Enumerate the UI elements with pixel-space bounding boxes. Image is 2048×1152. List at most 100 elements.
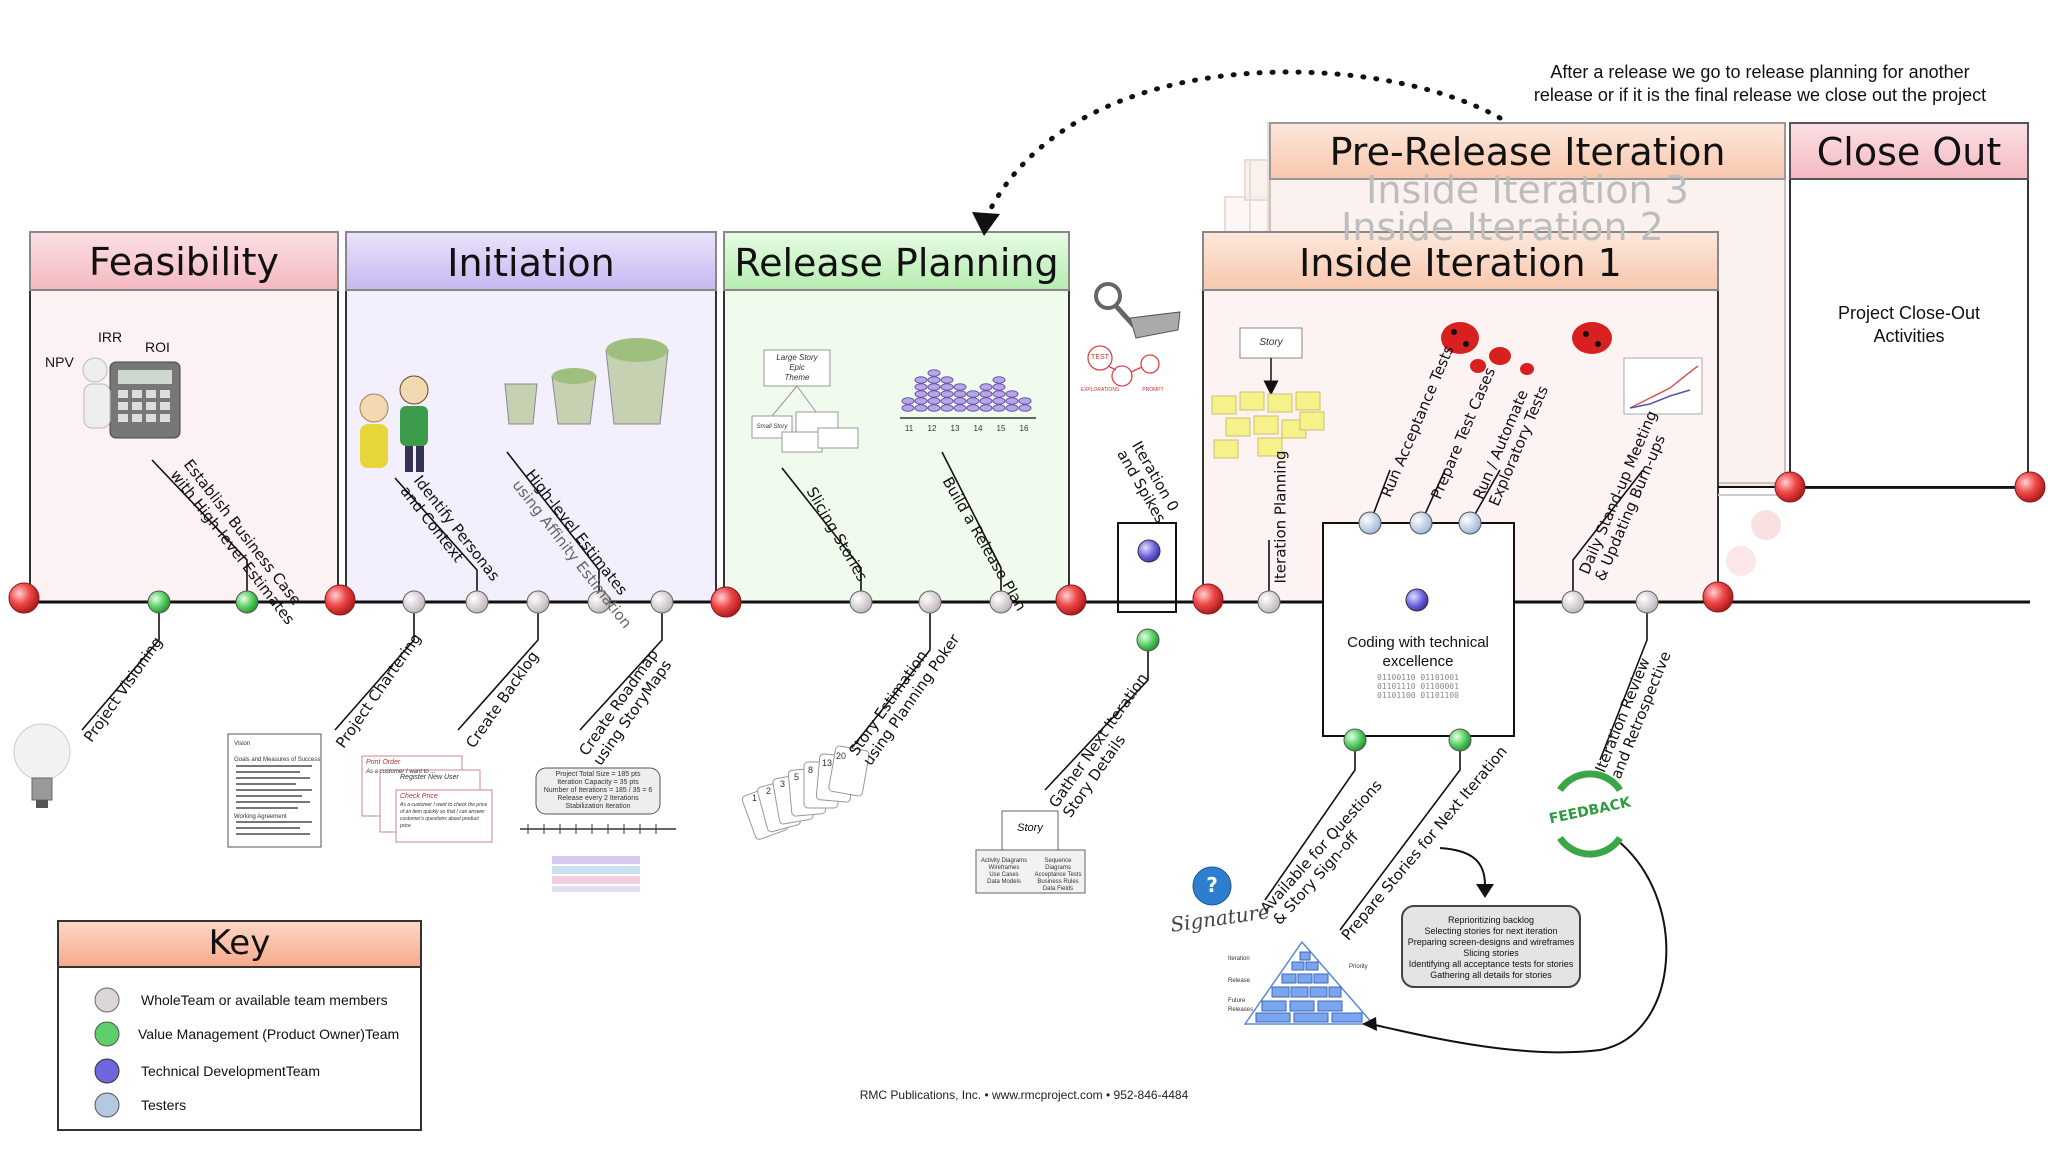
question-icon <box>1192 866 1232 906</box>
poker-card-number: 8 <box>808 765 814 775</box>
milestone-node <box>1192 583 1224 615</box>
ladybugs-illustration <box>1441 322 1612 375</box>
question-mark: ? <box>1206 873 1218 897</box>
story-point-chip <box>979 383 993 391</box>
coding-box <box>1322 522 1515 737</box>
calculator-illustration <box>82 357 181 439</box>
release-tick-label: 13 <box>950 424 960 433</box>
charter-agreement: Working Agreement <box>234 814 287 820</box>
story-point-chip <box>966 390 980 398</box>
grooming-arrow <box>1439 847 1486 886</box>
story-point-chip <box>914 404 928 412</box>
key-title: Key <box>208 923 271 963</box>
return-arrowhead <box>972 212 1000 236</box>
story-point-chip <box>953 390 967 398</box>
npv-label: NPV <box>45 354 74 370</box>
grooming-box <box>1401 905 1581 988</box>
story-point-chip <box>966 404 980 412</box>
release-tick-label: 16 <box>1019 424 1029 433</box>
story-point-chip <box>927 397 941 405</box>
lightbulb-icon <box>13 723 71 808</box>
close-out-box <box>1789 122 2029 489</box>
text-line: Project Total Size = 185 pts <box>555 771 641 778</box>
text-line: Wireframes <box>988 865 1020 871</box>
story-map-illustration <box>751 349 859 453</box>
release-loop-note: After a release we go to release plannin… <box>1533 62 1987 105</box>
poker-card-number: 3 <box>780 779 786 789</box>
story-point-chip <box>940 397 954 405</box>
story-point-chip <box>1005 390 1019 398</box>
poker-card-number: 13 <box>822 758 833 768</box>
release-tick-label: 15 <box>996 424 1006 433</box>
close-out-activities: Project Close-Out Activities <box>1837 303 1981 346</box>
charter-document <box>227 733 322 848</box>
poker-card-number: 1 <box>752 793 758 803</box>
text-line: Iteration Capacity = 35 pts <box>557 779 639 786</box>
phase-title-close-out: Close Out <box>1816 130 2002 174</box>
spike-label-explorations: EXPLORATIONS <box>1080 387 1120 393</box>
phase-title-inside-iteration-1: Inside Iteration 1 <box>1299 241 1622 285</box>
backlog-card-print-order: Print Order <box>366 759 401 766</box>
story-map-large: Large Story <box>776 353 818 362</box>
story-point-chip <box>914 383 928 391</box>
text-line: Use Cases <box>989 872 1019 878</box>
story-point-chip <box>1005 404 1019 412</box>
timeline-nodes <box>8 471 2046 752</box>
story-point-chip <box>992 390 1006 398</box>
activity-iteration-planning: Iteration Planning <box>1271 450 1290 584</box>
iteration-story-label: Story <box>1259 337 1283 348</box>
story-point-chip <box>953 397 967 405</box>
story-point-chip <box>1005 397 1019 405</box>
phase-title-release-planning: Release Planning <box>734 241 1059 285</box>
pyramid-label-priority: Priority <box>1349 964 1368 970</box>
story-point-chip <box>901 404 915 412</box>
story-point-chip <box>914 376 928 384</box>
text-line: Data Fields <box>1042 886 1074 892</box>
planning-poker-cards <box>741 745 870 840</box>
story-point-chip <box>927 369 941 377</box>
story-point-chip <box>992 397 1006 405</box>
story-point-chip <box>1018 404 1032 412</box>
roadmap-card <box>520 767 676 892</box>
text-line: Stabilization Iteration <box>565 803 631 810</box>
story-point-chip <box>927 376 941 384</box>
buckets-illustration <box>504 338 669 425</box>
backlog-card-register: Register New User <box>400 774 459 781</box>
iteration0-box <box>1117 522 1177 613</box>
story-point-chip <box>914 397 928 405</box>
release-tick-label: 11 <box>904 424 914 433</box>
roi-label: ROI <box>145 339 170 355</box>
text-line: Activity Diagrams <box>980 858 1028 864</box>
story-point-chip <box>1018 397 1032 405</box>
key-label-value-management: Value Management (Product Owner)Team <box>138 1026 400 1042</box>
phase-title-initiation: Initiation <box>447 241 615 285</box>
iteration-planning-board <box>1211 327 1325 459</box>
phase-title-pre-release: Pre-Release Iteration <box>1329 130 1726 174</box>
spikes-illustration <box>1087 282 1181 387</box>
charter-goals: Goals and Measures of Success <box>234 757 321 763</box>
story-point-chip <box>940 383 954 391</box>
text-line: Business Rules <box>1037 879 1079 885</box>
text-line: Release every 2 Iterations <box>557 795 639 802</box>
binary-line: 01101110 01100001 <box>1377 682 1459 691</box>
story-point-chip <box>901 397 915 405</box>
milestone-node <box>324 584 356 616</box>
text-line: Acceptance Tests <box>1034 872 1082 878</box>
feedback-loop-arrow <box>1374 839 1668 1054</box>
story-details-card <box>975 810 1086 894</box>
coding-title: Coding with technical excellence <box>1347 634 1489 670</box>
story-point-chip <box>927 390 941 398</box>
story-point-chip <box>953 404 967 412</box>
key-label-technical: Technical DevelopmentTeam <box>141 1063 320 1079</box>
charter-vision: Vision <box>234 741 251 747</box>
phase-title-iteration-3: Inside Iteration 3 <box>1366 168 1689 212</box>
text-line: Reprioritizing backlog <box>1447 915 1535 925</box>
backlog-pyramid <box>1243 940 1375 1025</box>
story-point-chip <box>979 397 993 405</box>
story-point-chip <box>953 383 967 391</box>
binary-line: 01100110 01101001 <box>1377 673 1459 682</box>
